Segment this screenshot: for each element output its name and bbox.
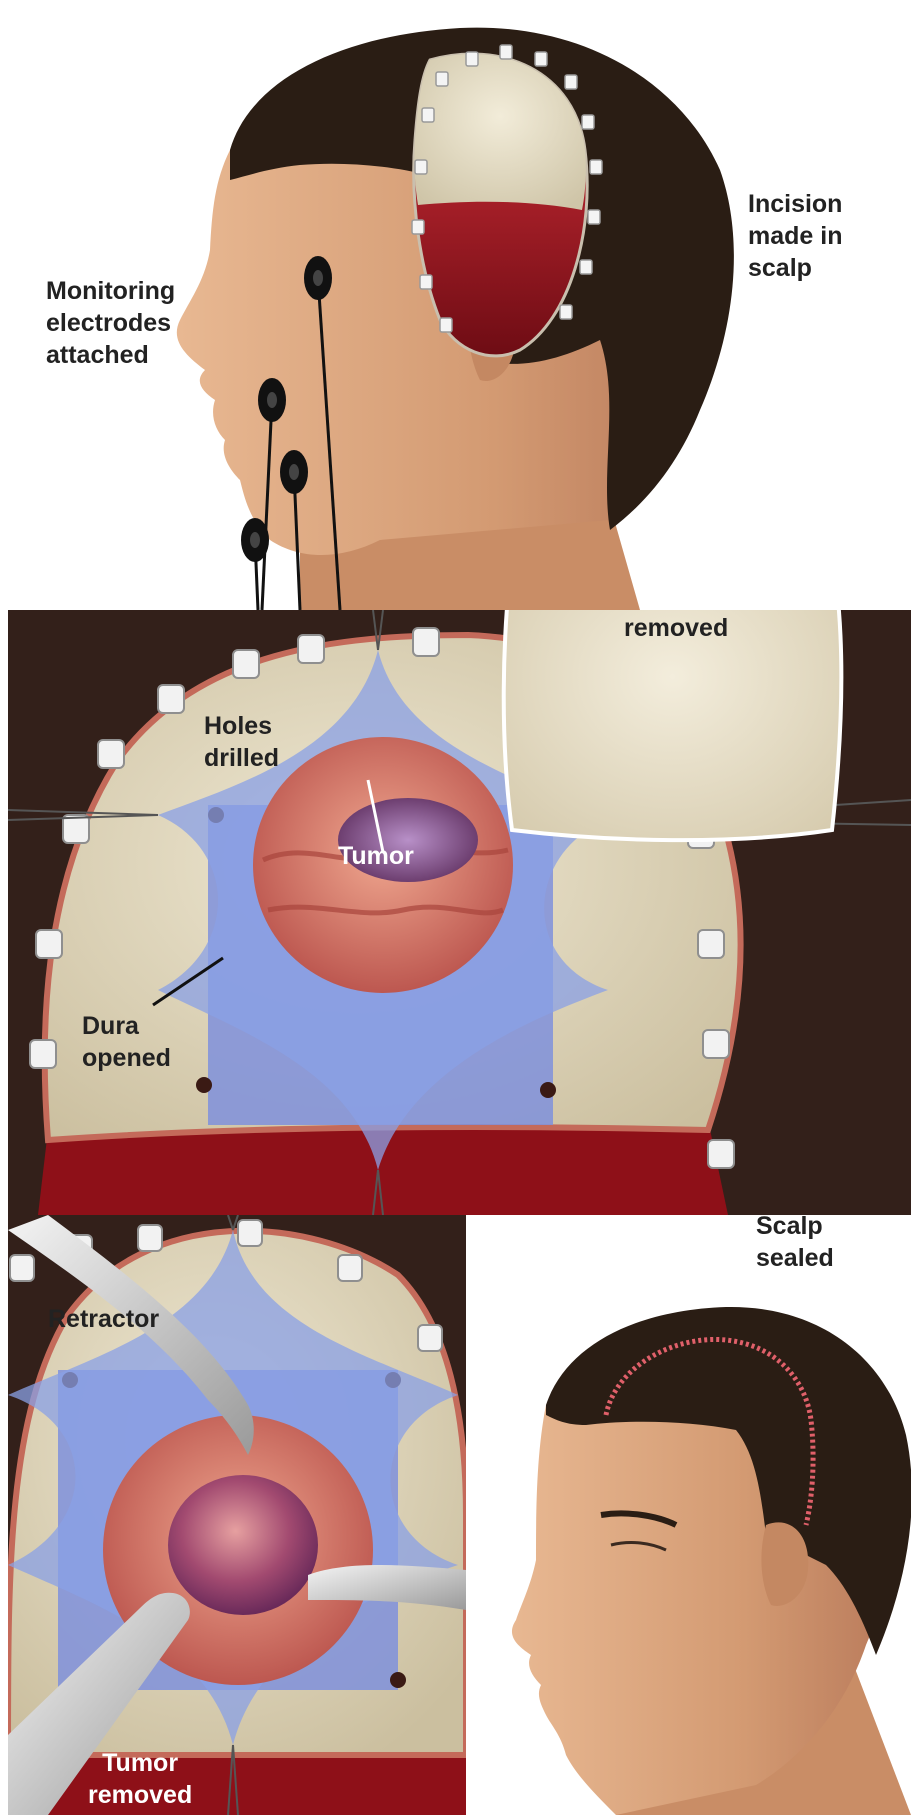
label-tumor-removed: Tumor removed bbox=[88, 1747, 192, 1811]
label-scalp-sealed: Scalp sealed bbox=[756, 1215, 834, 1274]
panel-tumor-removal: Retractor Tumor removed bbox=[8, 1215, 466, 1815]
tumor-being-removed bbox=[168, 1475, 318, 1615]
label-electrodes: Monitoring electrodes attached bbox=[46, 275, 175, 371]
label-incision: Incision made in scalp bbox=[748, 188, 842, 284]
removed-skull-section bbox=[492, 610, 852, 850]
head-sealed-illustration bbox=[466, 1215, 911, 1815]
panel-incision: Incision made in scalp Monitoring electr… bbox=[0, 0, 911, 610]
panel-craniotomy: Section of skull removed Holes drilled T… bbox=[8, 610, 911, 1215]
label-dura: Dura opened bbox=[82, 1010, 171, 1074]
label-tumor: Tumor bbox=[338, 840, 414, 872]
label-retractor: Retractor bbox=[48, 1303, 159, 1335]
panel-scalp-sealed: Scalp sealed bbox=[466, 1215, 911, 1815]
label-holes: Holes drilled bbox=[204, 710, 279, 774]
label-skull-section: Section of skull removed bbox=[624, 610, 728, 644]
